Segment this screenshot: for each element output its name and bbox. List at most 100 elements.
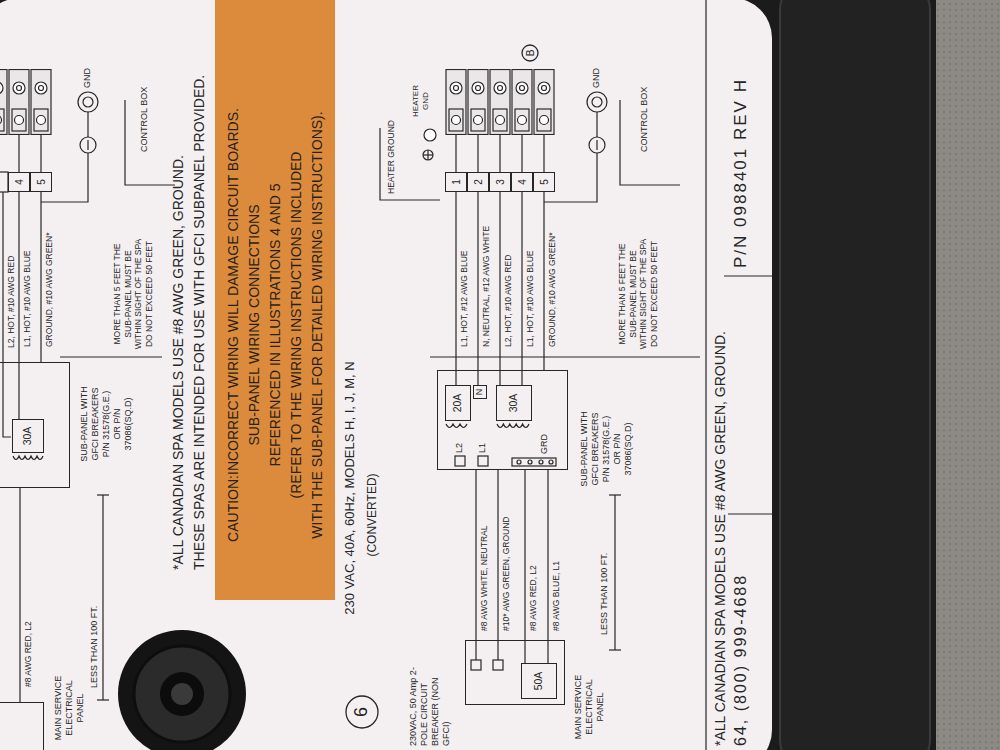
diagram-note: L2, HOT, #10 AWG RED xyxy=(6,256,17,348)
label-holder: *ALL CANADIAN SPA MODELS USE #8 AWG GREE… xyxy=(712,331,728,746)
ground-screw xyxy=(589,137,605,153)
wire xyxy=(596,112,597,137)
footer-divider xyxy=(728,513,772,514)
diagram-note: GND xyxy=(591,68,602,88)
wire-connector xyxy=(524,470,525,664)
wire-label-holder: GROUND, #10 AWG GREEN* xyxy=(44,232,54,348)
main-panel-box: MAIN SERVICE ELECTRICAL PANEL xyxy=(0,702,44,750)
diagram-note: LESS THAN 100 FT. xyxy=(599,553,610,635)
wire-label: #8 AWG WHITE, NEUTRAL xyxy=(479,525,489,632)
label-holder: MORE THAN 5 FEET THE SUB-PANEL MUST BE W… xyxy=(112,238,154,350)
caution-text: CAUTION:INCORRECT WIRING WILL DAMAGE CIR… xyxy=(223,108,244,542)
ground-bar xyxy=(512,458,556,466)
box-label: 1 xyxy=(451,179,462,185)
wire-label-holder: L2, HOT, #10 AWG RED xyxy=(503,254,513,348)
wire-connector xyxy=(455,192,456,386)
wire-connector xyxy=(547,470,548,664)
diagram-title: 230 VAC, 40A, 60Hz, MODELS H, I, J, M, N xyxy=(342,288,357,688)
label-holder: L2, HOT, #10 AWG RED xyxy=(6,256,17,348)
ground-bar-screw xyxy=(549,460,553,464)
wire-label: L1, HOT, #12 AWG BLUE xyxy=(459,249,469,348)
wire-label-holder: GROUND, #10 AWG GREEN* xyxy=(547,232,557,348)
label-holder: 230VAC, 50 Amp 2-POLE CIRCUIT BREAKER (N… xyxy=(408,662,452,746)
breaker-box: 20A xyxy=(445,385,471,421)
wire-connector xyxy=(475,470,476,640)
box-label: 6 xyxy=(352,707,372,717)
terminal-cell: 5 xyxy=(533,172,555,192)
caution-text: WITH THE SUB-PANEL FOR DETAILED WIRING I… xyxy=(307,111,328,538)
box-label: 4 xyxy=(517,179,528,185)
wire-label-holder: N, NEUTRAL, #12 AWG WHITE xyxy=(481,225,491,348)
heading-holder: SUB-PANEL WITH GFCI BREAKERS P/N 31578(G… xyxy=(579,410,634,488)
wire xyxy=(477,135,478,172)
label-holder: *ALL CANADIAN SPA MODELS USE #8 AWG GREE… xyxy=(170,155,186,570)
heater-ground-screw xyxy=(424,129,436,141)
wire-connector xyxy=(499,192,500,386)
wire-label: #8 AWG RED, L2 xyxy=(23,620,33,688)
breaker-coil xyxy=(13,456,43,460)
panel-heading: SUB-PANEL WITH GFCI BREAKERS P/N 31578(G… xyxy=(79,385,134,463)
callout-circle: B xyxy=(521,44,539,62)
panel-heading: MAIN SERVICE ELECTRICAL PANEL xyxy=(53,669,86,747)
label-holder: HEATER GROUND xyxy=(386,120,397,194)
wire-connector xyxy=(18,192,19,420)
label-holder: LESS THAN 100 FT. xyxy=(599,553,610,635)
terminal-cell: 4 xyxy=(511,172,533,192)
heading-holder: MAIN SERVICE ELECTRICAL PANEL xyxy=(573,667,606,747)
label-holder: L1 xyxy=(477,443,488,453)
heading-holder: MAIN SERVICE ELECTRICAL PANEL xyxy=(53,669,86,747)
diagram-note: 230VAC, 50 Amp 2-POLE CIRCUIT BREAKER (N… xyxy=(408,662,452,746)
dimension-tick xyxy=(97,699,109,700)
label-holder: P/N 0988401 REV H xyxy=(731,78,751,268)
box-label: 30A xyxy=(22,427,34,446)
control-box-bracket xyxy=(620,100,680,185)
box-label: 3 xyxy=(495,179,506,185)
label-holder: HEATER GND xyxy=(411,78,431,124)
box-label: 2 xyxy=(473,179,484,185)
footer-divider xyxy=(724,275,772,276)
ground-screw xyxy=(87,140,88,150)
diagram-note: LESS THAN 100 FT. xyxy=(89,606,100,688)
ground-symbol xyxy=(423,150,433,160)
sub-panel-box: 30ASUB-PANEL WITH GFCI BREAKERS P/N 3157… xyxy=(0,362,70,488)
wire-label-holder: #8 AWG RED, L2 xyxy=(23,620,33,688)
terminal-post xyxy=(490,70,510,135)
breaker-coil xyxy=(497,424,529,428)
wire-label: GROUND, #10 AWG GREEN* xyxy=(44,232,54,348)
diagram-note: CONTROL BOX xyxy=(639,87,650,152)
boundary-line xyxy=(60,356,162,357)
wire xyxy=(18,135,19,172)
terminal-post xyxy=(468,70,488,135)
dimension-line xyxy=(614,495,615,650)
wire-label-holder: L1, HOT, #10 AWG BLUE xyxy=(525,249,535,348)
ground-lug xyxy=(78,92,98,112)
boundary-line xyxy=(430,356,700,357)
label-holder: GRD xyxy=(539,434,550,454)
diagram-note: GRD xyxy=(539,434,550,454)
terminal-post xyxy=(31,70,51,135)
wire-label: #8 AWG BLUE, L1 xyxy=(551,560,561,632)
box-label: B xyxy=(525,50,536,57)
wire-connector xyxy=(521,192,522,386)
breaker-box: 30A xyxy=(496,385,532,421)
terminal-cell: 4 xyxy=(8,172,30,192)
wire-label: #8 AWG RED, L2 xyxy=(528,564,538,632)
diagram-note: (CONVERTED) xyxy=(366,415,380,615)
breaker-box: 50A xyxy=(521,663,557,699)
diagram-note: THESE SPAS ARE INTENDED FOR USE WITH GFC… xyxy=(191,75,207,570)
terminal-cell xyxy=(0,172,8,192)
title-holder: 230 VAC, 40A, 60Hz, MODELS H, I, J, M, N xyxy=(342,288,357,688)
diagram-note: MORE THAN 5 FEET THE SUB-PANEL MUST BE W… xyxy=(112,238,154,350)
caution-text: REFERENCED IN ILLUSTRATIONS 4 AND 5 xyxy=(265,184,286,467)
diagram-note: L1 xyxy=(477,443,488,453)
box-label: 5 xyxy=(36,179,47,185)
box-label: N xyxy=(475,389,485,396)
diagram-note: MORE THAN 5 FEET THE SUB-PANEL MUST BE W… xyxy=(617,238,659,350)
label-holder: CONTROL BOX xyxy=(139,87,150,152)
label-holder: (CONVERTED) xyxy=(366,415,380,615)
terminal-post xyxy=(0,70,7,135)
wire-connector xyxy=(19,488,20,702)
label-holder: 64, (800) 999-4688 xyxy=(732,574,750,746)
